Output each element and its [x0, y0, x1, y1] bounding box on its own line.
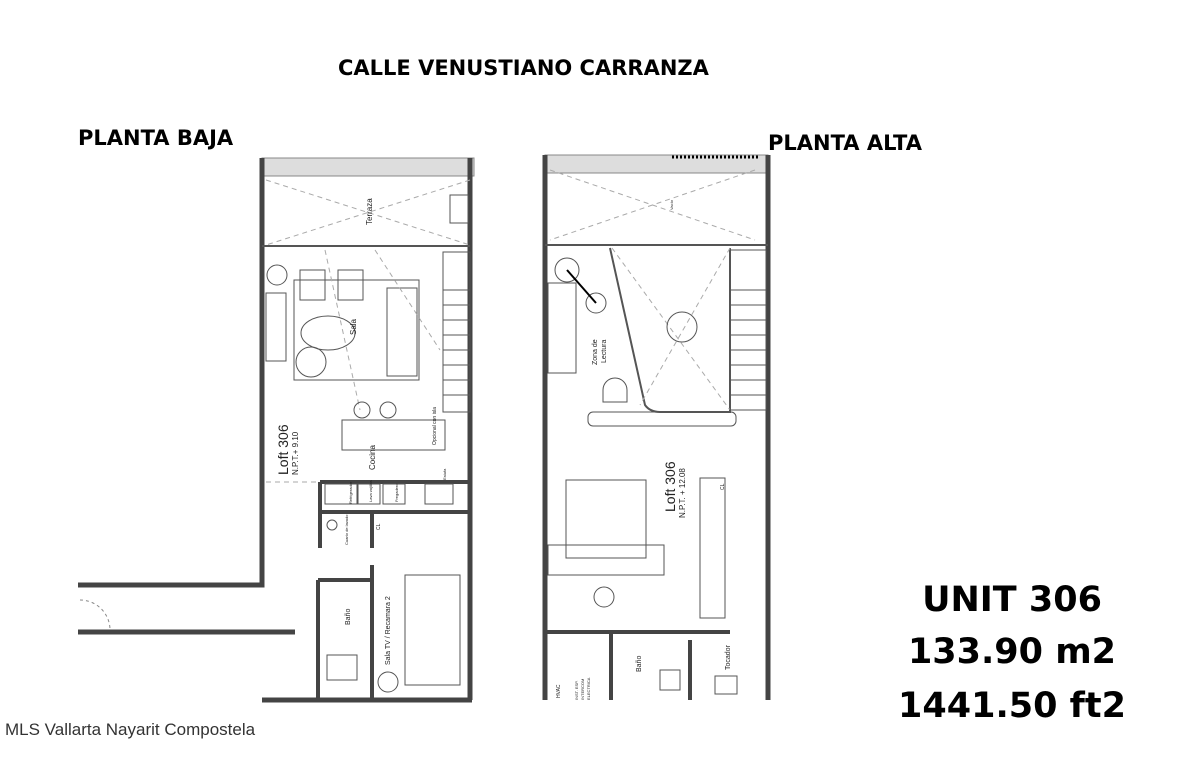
plan-line [729, 249, 767, 411]
pendant-lamp [666, 311, 698, 343]
void-edge [609, 247, 731, 413]
plan-line [316, 510, 470, 700]
sofa [547, 282, 577, 374]
plan-line [353, 401, 371, 419]
unit-name: UNIT 306 [922, 580, 1102, 620]
label-npt-upper: N.P.T. + 12.08 [678, 468, 687, 518]
unit-area-ft2: 1441.50 ft2 [898, 686, 1126, 726]
label-loft-ground: Loft 306 [275, 424, 291, 475]
planter-hatch [261, 157, 475, 177]
ground-floor-title: PLANTA BAJA [78, 126, 234, 150]
plan-line [659, 669, 681, 691]
plan-line [549, 169, 756, 241]
plan-line [326, 654, 358, 681]
plan-line [324, 483, 358, 505]
plan-line [593, 586, 615, 608]
desk [587, 411, 737, 427]
plan-line [79, 599, 111, 631]
label-bano-ground: Baño [345, 609, 352, 625]
plan-line [357, 483, 381, 505]
upper-floor-plan [542, 154, 771, 700]
sofa [386, 287, 418, 377]
plan-line [326, 519, 338, 531]
label-fregadero: Fregadero [394, 483, 399, 502]
plan-line [585, 292, 607, 314]
label-intercom: INTERCOM [580, 679, 585, 700]
reading-chair [602, 377, 628, 403]
label-sala: Sala [349, 318, 358, 335]
label-cl-upper: CL [720, 483, 726, 490]
bed [565, 479, 647, 559]
grill [449, 194, 469, 224]
armchair [299, 269, 326, 301]
round-rug [295, 346, 327, 378]
plan-line [377, 671, 399, 693]
plan-line [545, 630, 730, 700]
ground-floor-plan [78, 157, 475, 703]
plan-line [442, 251, 471, 413]
stairs [442, 251, 471, 413]
label-sala-tv: Sala TV / Recamara 2 [385, 596, 392, 665]
stairs [729, 249, 767, 411]
fan [266, 264, 288, 286]
outer-walls [542, 155, 771, 700]
tv-console [265, 292, 287, 362]
label-hvac: HVAC [556, 684, 562, 698]
plan-line [324, 249, 441, 411]
label-terraza: Terraza [365, 198, 374, 225]
label-loft-upper: Loft 306 [662, 461, 678, 512]
plan-line [318, 480, 470, 548]
outer-walls [78, 158, 473, 703]
label-lectura: Lectura [601, 340, 608, 363]
label-npt-ground: N.P.T.+ 9.10 [291, 431, 300, 475]
upper-floor-title: PLANTA ALTA [768, 131, 922, 155]
plan-line [714, 675, 738, 695]
planter-hatch [544, 154, 769, 174]
label-opcional: Opcional con isla [432, 407, 438, 445]
label-vacio: Vacío [669, 199, 674, 210]
label-cl-ground: CL [376, 523, 382, 530]
label-lava: Lava vajillas [368, 480, 373, 502]
label-cuarto: Cuarto de lavado [344, 514, 349, 545]
coffee-table [300, 315, 356, 351]
label-electrica: ELECTRICA [586, 677, 591, 700]
rug [293, 279, 420, 381]
plan-line [554, 257, 580, 283]
armchair [337, 269, 364, 301]
mls-watermark: MLS Vallarta Nayarit Compostela [5, 720, 256, 739]
label-cocina: Cocina [368, 445, 377, 470]
plan-line [382, 483, 406, 505]
label-refrigerador: Refrigerador [348, 481, 353, 504]
label-zona: Zona de [592, 339, 599, 365]
label-estufa: Estufa [442, 468, 447, 480]
plan-line [379, 401, 397, 419]
label-inst: INST. ESP. [574, 681, 579, 701]
kitchen-island [341, 419, 446, 451]
plan-line [424, 483, 454, 505]
unit-area-m2: 133.90 m2 [907, 632, 1117, 672]
plan-line [611, 247, 731, 411]
plan-line [566, 269, 597, 304]
label-tocador: Tocador [725, 644, 732, 670]
street-name: CALLE VENUSTIANO CARRANZA [338, 56, 709, 80]
closet [699, 477, 726, 619]
bed [404, 574, 461, 686]
label-bano-upper: Baño [636, 656, 643, 672]
headboard [547, 544, 665, 576]
